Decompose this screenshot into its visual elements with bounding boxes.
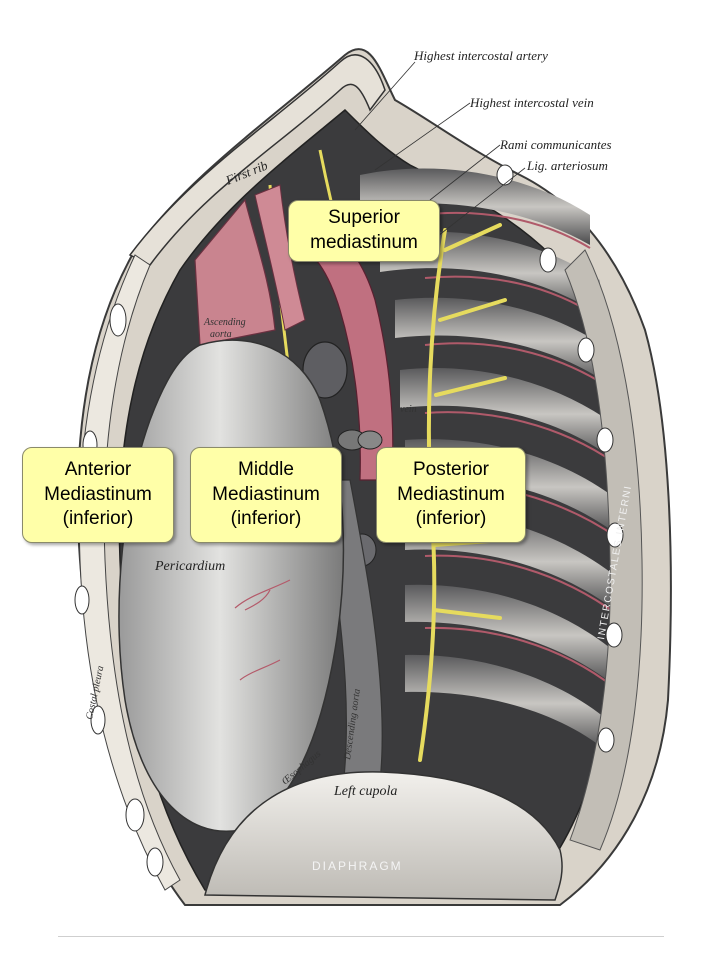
posterior-mediastinum-callout: Posterior Mediastinum (inferior) — [376, 447, 526, 543]
great-vessels — [194, 184, 394, 567]
label-diaphragm: DIAPHRAGM — [312, 859, 403, 873]
bottom-divider — [58, 936, 664, 937]
posterior-mediastinum-line2: Mediastinum — [397, 483, 505, 505]
rib-sections-left — [74, 303, 164, 877]
costal-pleura — [78, 254, 181, 891]
label-highest-intercostal-vein: Highest intercostal vein — [469, 95, 594, 110]
label-ascending-aorta-line1: Ascending — [203, 317, 246, 328]
rib-sections-right — [496, 164, 624, 753]
label-lig-arteriosum: Lig. arteriosum — [526, 158, 608, 173]
middle-mediastinum-line2: Mediastinum — [212, 483, 320, 505]
label-rami-communicantes: Rami communicantes — [499, 137, 612, 152]
diaphragm — [204, 771, 563, 901]
first-rib — [128, 54, 386, 266]
posterior-mediastinum-line3: (inferior) — [415, 508, 487, 530]
superior-mediastinum-line1: Superior — [328, 207, 400, 229]
anterior-mediastinum-line2: Mediastinum — [44, 483, 152, 505]
anterior-mediastinum-line3: (inferior) — [62, 508, 134, 530]
middle-mediastinum-line1: Middle — [238, 458, 294, 480]
middle-mediastinum-callout: Middle Mediastinum (inferior) — [190, 447, 342, 543]
anterior-mediastinum-callout: Anterior Mediastinum (inferior) — [22, 447, 174, 543]
posterior-mediastinum-line1: Posterior — [412, 458, 490, 480]
label-pericardium: Pericardium — [154, 559, 225, 574]
label-highest-intercostal-artery: Highest intercostal artery — [413, 48, 548, 63]
label-left-cupola: Left cupola — [333, 784, 397, 799]
label-vein: vein — [400, 404, 417, 415]
middle-mediastinum-line3: (inferior) — [230, 508, 302, 530]
superior-mediastinum-callout: Superior mediastinum — [288, 200, 440, 262]
anterior-mediastinum-line1: Anterior — [64, 458, 132, 480]
label-ascending-aorta-line2: aorta — [210, 329, 232, 340]
superior-mediastinum-line2: mediastinum — [310, 232, 418, 253]
